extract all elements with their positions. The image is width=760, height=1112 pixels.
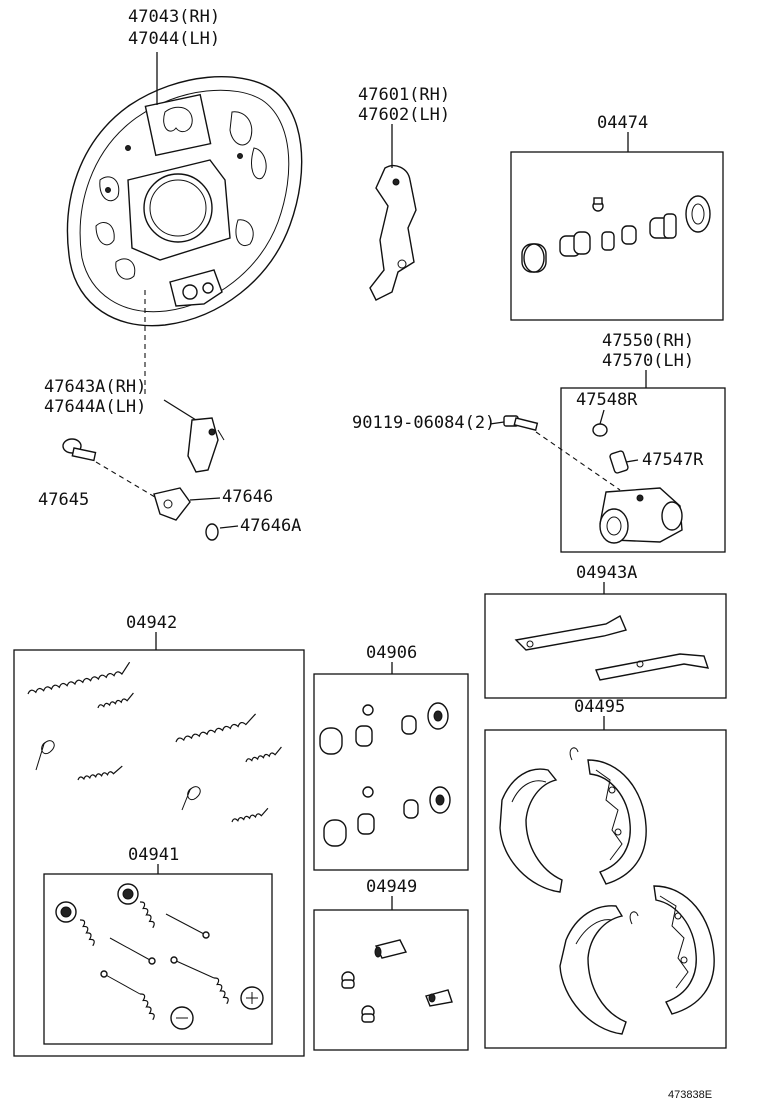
shoe-set-box — [484, 729, 727, 1049]
wheel-cylinder-box — [560, 387, 726, 553]
wheel-cylinder-lh-label[interactable]: 47570(LH) — [602, 351, 694, 371]
cup-kit-box — [313, 673, 469, 871]
wheel-cylinder-part[interactable] — [599, 487, 683, 544]
clip-47646a-part[interactable] — [205, 523, 219, 541]
pin-part[interactable] — [62, 438, 97, 462]
adjust-lever-lh-label[interactable]: 47644A(LH) — [44, 397, 146, 417]
bleeder-cap-label[interactable]: 47548R — [576, 390, 638, 410]
hold-down-kit-parts[interactable] — [55, 883, 264, 1030]
cup-kit-parts[interactable] — [319, 702, 451, 847]
bolt-label[interactable]: 90119-06084(2) — [352, 413, 495, 433]
clip-46a-label[interactable]: 47646A — [240, 516, 301, 536]
cylinder-kit-box — [510, 151, 724, 321]
backing-plate-lh-label[interactable]: 47044(LH) — [128, 29, 220, 49]
pin-label[interactable]: 47645 — [38, 490, 89, 510]
strut-part-upper[interactable] — [514, 615, 627, 651]
bolt-part[interactable] — [503, 415, 539, 431]
wheel-cylinder-rh-label[interactable]: 47550(RH) — [602, 331, 694, 351]
strut-part-lower[interactable] — [595, 653, 710, 681]
brake-shoe-lower[interactable] — [559, 885, 715, 1035]
spring-set-box — [13, 649, 305, 1057]
brake-lever-part[interactable] — [369, 164, 417, 301]
cylinder-kit-label[interactable]: 04474 — [597, 113, 648, 133]
hold-down-kit-box — [43, 873, 273, 1045]
boot-kit-box — [313, 909, 469, 1051]
brake-shoe-upper[interactable] — [499, 747, 647, 893]
bleeder-cap-part[interactable] — [592, 423, 608, 437]
diagram-id: 473838E — [668, 1089, 712, 1101]
adjust-lever-rh-label[interactable]: 47643A(RH) — [44, 377, 146, 397]
adjust-lever-part[interactable] — [187, 417, 225, 473]
boot-kit-parts[interactable] — [341, 939, 453, 1023]
bleeder-plug-label[interactable]: 47547R — [642, 450, 704, 470]
lever-rh-label[interactable]: 47601(RH) — [358, 85, 450, 105]
backing-plate-rh-label[interactable]: 47043(RH) — [128, 7, 220, 27]
spring-47646-part[interactable] — [153, 487, 191, 521]
spring-set-parts[interactable] — [26, 661, 283, 823]
boot-kit-label[interactable]: 04949 — [366, 877, 417, 897]
spring-set-label[interactable]: 04942 — [126, 613, 177, 633]
backing-plate-part[interactable] — [66, 76, 303, 327]
strut-set-box — [484, 593, 727, 699]
bleeder-plug-part[interactable] — [609, 450, 629, 474]
hold-down-kit-label[interactable]: 04941 — [128, 845, 179, 865]
shoe-set-label[interactable]: 04495 — [574, 697, 625, 717]
lever-lh-label[interactable]: 47602(LH) — [358, 105, 450, 125]
spring-46-label[interactable]: 47646 — [222, 487, 273, 507]
cylinder-kit-parts[interactable] — [521, 195, 711, 273]
strut-set-label[interactable]: 04943A — [576, 563, 637, 583]
cup-kit-label[interactable]: 04906 — [366, 643, 417, 663]
